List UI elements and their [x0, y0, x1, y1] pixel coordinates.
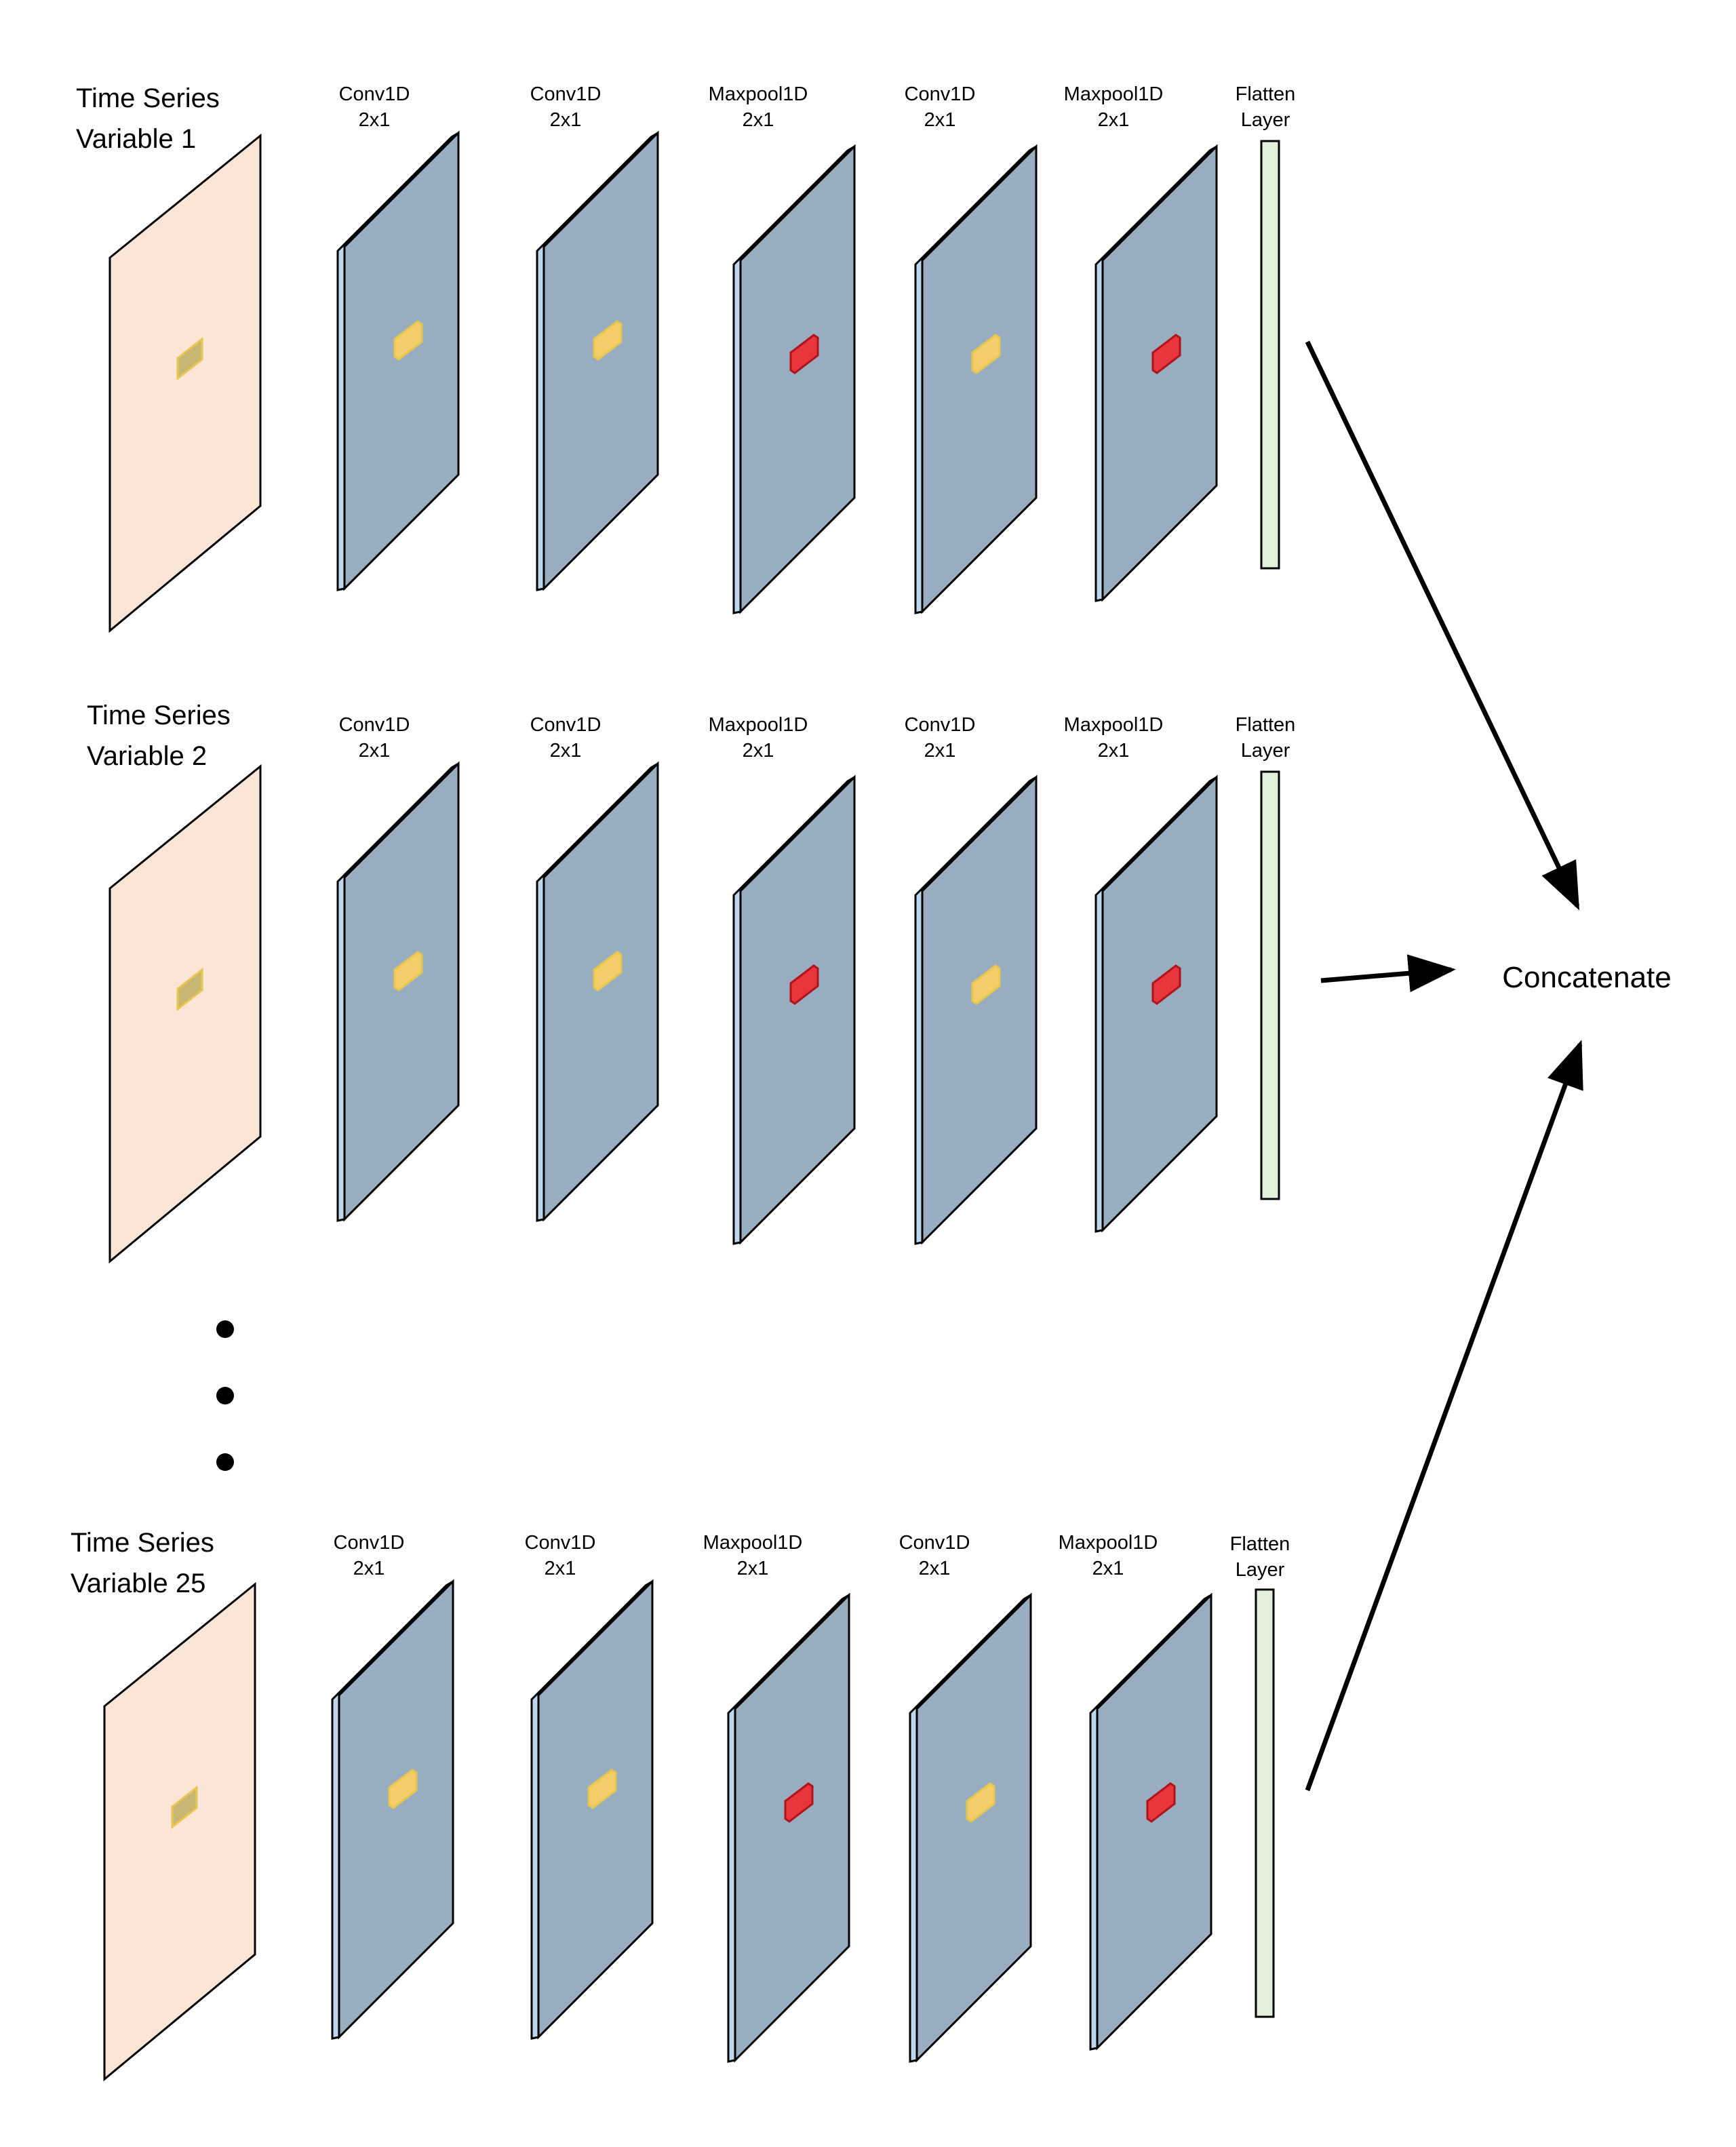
maxpool-kernel	[789, 964, 819, 1005]
conv-kernel	[971, 334, 1001, 374]
conv-kernel	[393, 951, 423, 991]
layer-label-line1: Maxpool1D	[709, 714, 808, 736]
branch-1: Time Series Variable 1 Conv1D 2x1 Conv1D 2x…	[76, 83, 1296, 633]
input-plane	[108, 764, 262, 1264]
conv-kernel	[593, 320, 623, 361]
layer-label-line2: 2x1	[545, 1558, 576, 1579]
layer-label-line1: Conv1D	[905, 714, 976, 736]
layer-label-line2: 2x1	[353, 1558, 385, 1579]
layer-label-line2: 2x1	[359, 740, 391, 762]
conv-kernel	[971, 964, 1001, 1005]
layer-label-line1: Conv1D	[899, 1532, 970, 1554]
concatenate-label: Concatenate	[1502, 961, 1672, 994]
flatten-layer-bar	[1255, 1588, 1275, 2018]
input-kernel	[171, 1785, 198, 1830]
layer-label-line1: Conv1D	[339, 714, 410, 736]
layer-label-line2: 2x1	[359, 109, 391, 131]
layer-label-line1: Maxpool1D	[1059, 1532, 1158, 1554]
layer-label-line1: Conv1D	[525, 1532, 596, 1554]
layer-label-line2: 2x1	[1098, 740, 1130, 762]
flatten-layer-bar	[1260, 140, 1280, 570]
input-plane	[103, 1581, 256, 2082]
layer-label-line2: 2x1	[550, 109, 582, 131]
flatten-label-line2: Layer	[1236, 1559, 1285, 1581]
branch-title-line1: Time Series	[87, 701, 231, 730]
conv-layer-plane	[343, 130, 460, 591]
flatten-layer-bar	[1260, 770, 1280, 1200]
flatten-label-line1: Flatten	[1236, 83, 1296, 105]
conv-kernel	[388, 1769, 418, 1809]
conv-kernel	[966, 1782, 995, 1823]
conv-kernel	[593, 951, 623, 991]
ellipsis-dot	[216, 1387, 234, 1404]
maxpool-kernel	[784, 1782, 814, 1823]
layer-label-line2: 2x1	[924, 109, 956, 131]
layer-label-line1: Conv1D	[905, 83, 976, 105]
layer-label-line2: 2x1	[1098, 109, 1130, 131]
maxpool-layer-plane	[1096, 1592, 1212, 2051]
branch-2: Time Series Variable 2 Conv1D 2x1 Conv1D 2x…	[87, 701, 1296, 1264]
arrow-branch-1-to-concatenate	[1305, 340, 1580, 911]
layer-label-line1: Maxpool1D	[1064, 83, 1164, 105]
branch-layers: Conv1D 2x1 Conv1D 2x1 Maxpool1D 2x1 Conv1D 2x1 M…	[108, 714, 1280, 1264]
conv-layer-plane	[542, 761, 659, 1222]
maxpool-kernel	[1151, 964, 1181, 1005]
input-plane	[108, 133, 262, 633]
conv-layer-plane	[915, 1592, 1032, 2063]
branch-layers: Conv1D 2x1 Conv1D 2x1 Maxpool1D 2x1 Conv1D 2x1 M…	[108, 83, 1280, 633]
conv-kernel	[587, 1769, 617, 1809]
layer-label-line1: Maxpool1D	[1064, 714, 1164, 736]
conv-layer-plane	[343, 761, 460, 1222]
branch-title-line2: Variable 2	[87, 741, 207, 771]
conv-layer-plane	[537, 1579, 654, 2040]
layer-label-line1: Conv1D	[339, 83, 410, 105]
branch-title-line1: Time Series	[71, 1528, 214, 1558]
ellipsis-dots	[216, 1320, 234, 1471]
input-kernel	[176, 336, 203, 381]
branch-title-line1: Time Series	[76, 83, 220, 113]
flatten-label-line2: Layer	[1241, 740, 1290, 762]
conv-layer-plane	[921, 144, 1038, 614]
layer-label-line1: Maxpool1D	[709, 83, 808, 105]
layer-label-line2: 2x1	[924, 740, 956, 762]
maxpool-layer-plane	[734, 1592, 850, 2063]
arrow-branch-25-to-concatenate	[1305, 1040, 1583, 1792]
conv-kernel	[393, 320, 423, 361]
branch-3: Time Series Variable 25 Conv1D 2x1 Conv1D 2…	[71, 1528, 1290, 2082]
layer-label-line2: 2x1	[743, 109, 774, 131]
ellipsis-dot	[216, 1320, 234, 1338]
maxpool-layer-plane	[1101, 144, 1218, 602]
flatten-label-line1: Flatten	[1230, 1533, 1290, 1555]
conv-layer-plane	[921, 774, 1038, 1245]
input-kernel	[176, 967, 203, 1012]
layer-label-line1: Conv1D	[334, 1532, 405, 1554]
layer-label-line2: 2x1	[1092, 1558, 1124, 1579]
maxpool-layer-plane	[1101, 774, 1218, 1233]
flatten-label-line1: Flatten	[1236, 714, 1296, 736]
ellipsis-dot	[216, 1453, 234, 1471]
layer-label-line1: Conv1D	[530, 83, 601, 105]
layer-label-line2: 2x1	[743, 740, 774, 762]
maxpool-layer-plane	[739, 144, 856, 614]
maxpool-layer-plane	[739, 774, 856, 1245]
maxpool-kernel	[789, 334, 819, 374]
arrow-branch-2-to-concatenate	[1320, 954, 1456, 993]
branch-layers: Conv1D 2x1 Conv1D 2x1 Maxpool1D 2x1 Conv1D 2x1 M…	[103, 1532, 1275, 2082]
layer-label-line2: 2x1	[919, 1558, 951, 1579]
branch-title-line2: Variable 1	[76, 124, 196, 154]
maxpool-kernel	[1146, 1782, 1176, 1823]
branch-title-line2: Variable 25	[71, 1569, 205, 1598]
layer-label-line1: Maxpool1D	[703, 1532, 803, 1554]
maxpool-kernel	[1151, 334, 1181, 374]
conv-layer-plane	[542, 130, 659, 591]
conv-layer-plane	[338, 1579, 454, 2040]
layer-label-line2: 2x1	[737, 1558, 769, 1579]
layer-label-line1: Conv1D	[530, 714, 601, 736]
flatten-label-line2: Layer	[1241, 109, 1290, 131]
layer-label-line2: 2x1	[550, 740, 582, 762]
